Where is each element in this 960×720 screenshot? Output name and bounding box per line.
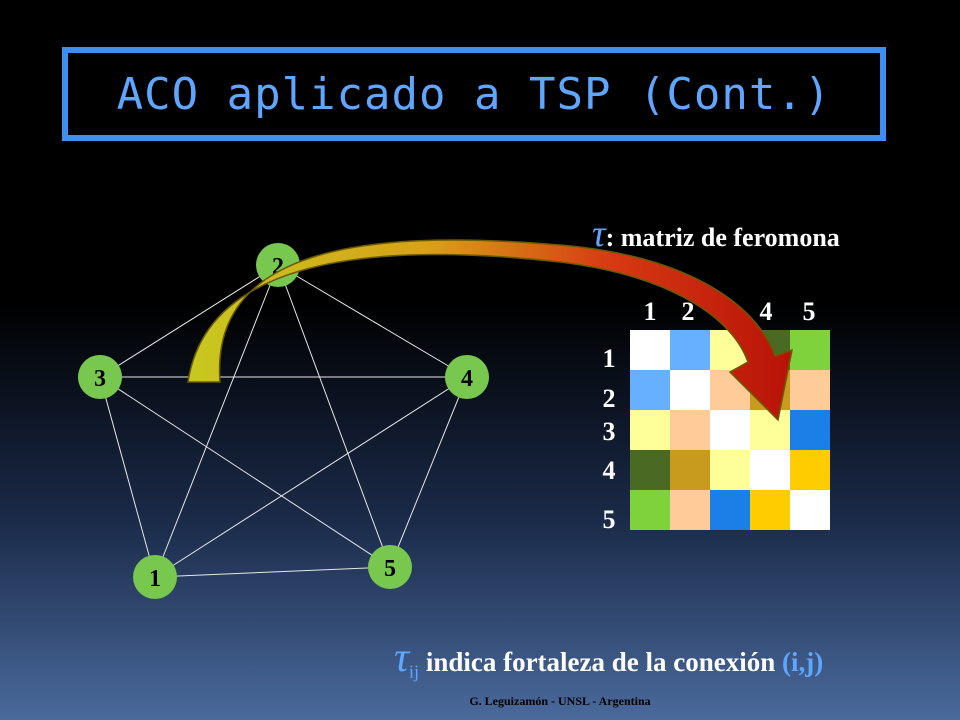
slide-title: ACO aplicado a TSP (Cont.) [116, 68, 832, 120]
tau-ij-subscript: ij [409, 661, 420, 682]
node-4-label: 4 [461, 366, 473, 392]
matrix-cell [710, 450, 750, 490]
edge-4-1 [154, 376, 468, 578]
edge-2-3 [99, 264, 279, 378]
node-3-label: 3 [94, 366, 106, 392]
matrix-cell [630, 330, 670, 370]
node-2 [256, 243, 300, 287]
matrix-col-label: 1 [643, 297, 657, 326]
caption-pair: (i,j) [782, 647, 824, 677]
edge-3-1 [99, 376, 156, 578]
matrix-cell [790, 330, 830, 370]
node-1 [133, 555, 177, 599]
matrix-cell [750, 450, 790, 490]
matrix-row-label: 4 [602, 456, 616, 485]
node-3 [78, 355, 122, 399]
matrix-cell [670, 410, 710, 450]
tau-heading: τ: matriz de feromona [592, 212, 840, 256]
matrix-cell [630, 410, 670, 450]
tau-symbol: τ [592, 213, 606, 255]
title-box: ACO aplicado a TSP (Cont.) [62, 47, 886, 141]
edge-2-4 [277, 264, 468, 378]
matrix-cell [790, 490, 830, 530]
matrix-cell [750, 410, 790, 450]
matrix-col-label: 2 [681, 297, 695, 326]
matrix-cell [790, 410, 830, 450]
edge-3-5 [99, 376, 391, 568]
edge-1-5 [154, 566, 391, 578]
matrix-col-label: 4 [759, 297, 773, 326]
matrix-cell [670, 330, 710, 370]
matrix-row-label: 5 [602, 505, 616, 534]
edge-2-5 [277, 264, 391, 568]
matrix-cell [670, 490, 710, 530]
matrix-cell [750, 490, 790, 530]
edge-2-1 [154, 264, 279, 578]
node-4 [445, 355, 489, 399]
matrix-cell [710, 490, 750, 530]
matrix-cell [670, 450, 710, 490]
matrix-row-label: 3 [602, 417, 616, 446]
matrix-cell [630, 490, 670, 530]
matrix-cell [630, 370, 670, 410]
matrix-cell [790, 370, 830, 410]
arrow-icon [187, 239, 793, 422]
tau-label: : matriz de feromona [605, 223, 840, 252]
tau-ij-caption: τij indica fortaleza de la conexión (i,j… [394, 634, 823, 682]
matrix-cell [670, 370, 710, 410]
caption-text: indica fortaleza de la conexión [419, 647, 783, 677]
matrix-col-label: 5 [802, 297, 816, 326]
node-5 [368, 545, 412, 589]
tau-ij-symbol: τ [394, 635, 410, 681]
edge-4-5 [389, 376, 468, 568]
slide-footer: G. Leguizamón - UNSL - Argentina [469, 694, 651, 708]
matrix-cell [630, 450, 670, 490]
node-5-label: 5 [384, 556, 396, 582]
matrix-row-label: 2 [602, 384, 616, 413]
matrix-row-label: 1 [602, 344, 616, 373]
matrix-cell [710, 410, 750, 450]
matrix-cell [790, 450, 830, 490]
node-1-label: 1 [149, 566, 161, 592]
